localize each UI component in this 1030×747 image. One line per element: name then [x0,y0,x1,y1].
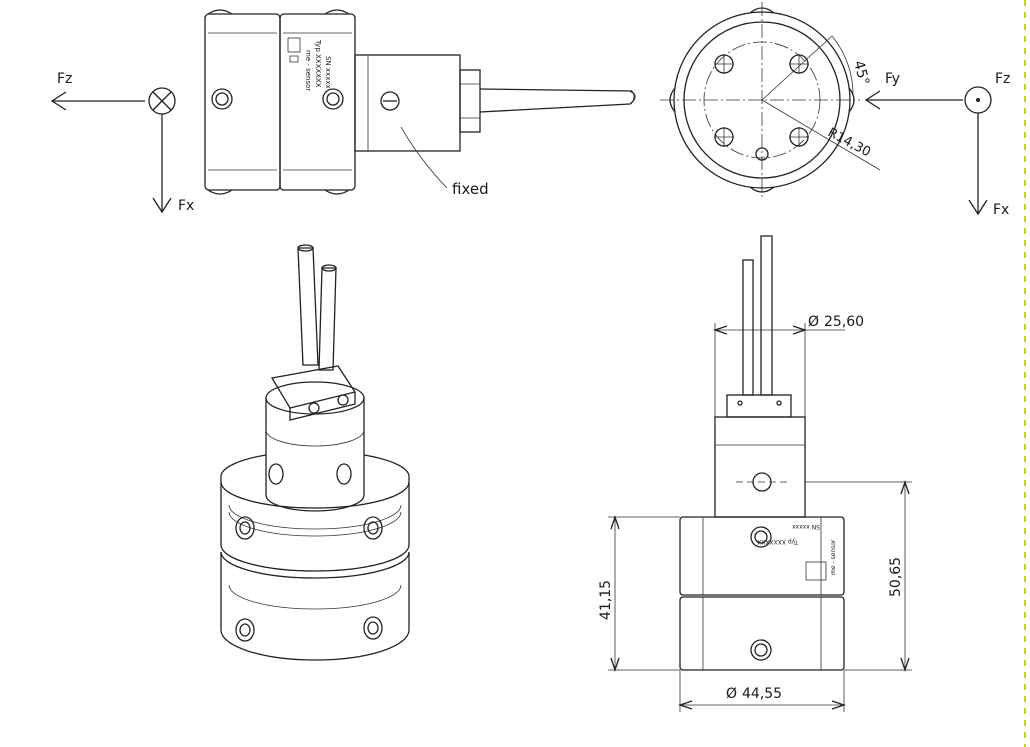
angle-label: 45° [850,59,872,87]
block-marking: me - sensor Typ XXXXXXX SN xxxxx [757,523,837,581]
bolt-hole [789,127,809,147]
force-into-page-symbol [148,87,176,115]
height-left-label: 41,15 [598,580,614,620]
side-view: Fz Fx me - sensor Typ XXXXXXX SN xxxxx [50,9,636,214]
marking-serial: SN xxxxx [324,56,332,89]
side-marking: me - sensor Typ XXXXXXX SN xxxxx [287,37,332,91]
screw [363,616,383,640]
fx-left-label: Fx [178,198,194,214]
front-view: 45° R14,30 Fy Fz Fx [660,2,1010,218]
marking-serial-2: SN xxxxx [792,523,820,530]
dia-symbol-bottom: Ø [726,686,737,702]
dimensioned-view: me - sensor Typ XXXXXXX SN xxxxx Ø 25,60… [598,235,912,712]
fixed-label: fixed [452,180,489,198]
fx-right-label: Fx [993,202,1009,218]
fz-right-label: Fz [995,71,1010,87]
dia-top-label: 25,60 [824,314,864,330]
screw [363,516,383,540]
height-right-label: 50,65 [888,557,904,597]
marking-brand-2: me - sensor [830,539,837,575]
bolt-hole [789,54,809,74]
force-out-of-page-symbol [964,86,992,114]
bolt-hole [714,54,734,74]
radius-label: R14,30 [825,125,873,160]
fy-label: Fy [885,71,900,87]
dia-bottom-label: 44,55 [742,686,782,702]
marking-type: Typ XXXXXXX [314,39,322,88]
fz-left-label: Fz [57,71,72,87]
screw [235,516,255,540]
bolt-hole [714,127,734,147]
isometric-view [220,244,410,661]
dia-symbol-top: Ø [808,314,819,330]
screw [235,618,255,642]
marking-type-2: Typ XXXXXXX [757,538,799,545]
marking-brand: me - sensor [304,50,312,91]
